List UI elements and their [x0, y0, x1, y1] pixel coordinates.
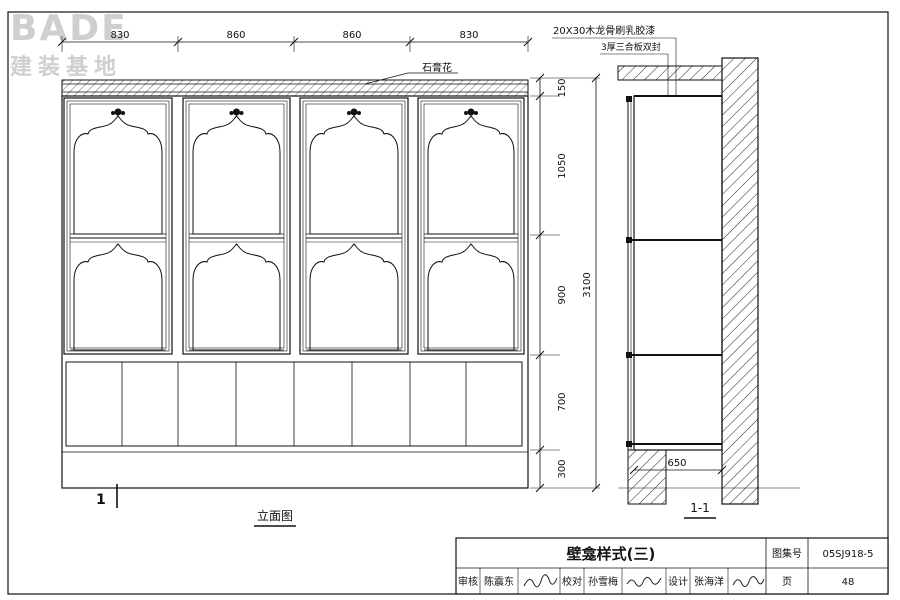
niche-frame-inner: [66, 100, 170, 352]
base-hatch: [627, 449, 667, 505]
dim-top-3: 860: [342, 30, 361, 41]
medallion-icon: [464, 111, 468, 115]
section-mark: 1: [96, 492, 106, 508]
niche-column: [182, 97, 291, 355]
sheet-border: [7, 11, 889, 595]
medallion-icon: [357, 111, 361, 115]
dim-right-2: 1050: [557, 153, 568, 178]
check-label: 校对: [562, 575, 582, 588]
design-label: 设计: [668, 575, 688, 588]
medallion-icon: [350, 108, 358, 116]
medallion-icon: [114, 108, 122, 116]
checker-name: 孙雪梅: [588, 575, 618, 588]
medallion-icon: [233, 108, 240, 116]
cornice-band: [61, 79, 529, 97]
medallion-icon: [111, 111, 115, 115]
svg-text:BADE: BADE: [10, 8, 128, 49]
elevation-outline: [61, 95, 529, 489]
niche-frame: [299, 97, 409, 355]
dim-top-4: 830: [459, 30, 478, 41]
ceiling-slab: [617, 65, 723, 81]
niche-frame: [63, 97, 173, 355]
svg-text:建装基地: 建装基地: [10, 55, 122, 80]
elevation-caption: 立面图: [257, 508, 293, 523]
designer-signature: [732, 576, 765, 588]
niche-frame-inner2: [423, 103, 519, 349]
section-note-1: 20X30木龙骨刷乳胶漆: [553, 24, 655, 37]
niche-columns: [63, 97, 525, 355]
niche-arch-upper: [309, 115, 399, 235]
niche-frame-inner2: [305, 103, 403, 349]
medallion-icon: [474, 111, 478, 115]
checker-signature: [626, 576, 662, 587]
medallion-icon: [229, 111, 234, 115]
dim-overall: 3100: [582, 272, 593, 297]
drawing-title: 壁龛样式(三): [567, 545, 656, 563]
niche-frame: [417, 97, 525, 355]
title-block: 壁龛样式(三) 图集号 05SJ918-5 审核 陈震东 校对 孙雪梅 设计 张…: [455, 537, 889, 595]
section-note-2: 3厚三合板双封: [601, 41, 661, 53]
dim-top-1: 830: [110, 30, 129, 41]
niche-arch-upper: [192, 115, 281, 235]
dim-right-3: 900: [557, 285, 568, 304]
dim-depth: 650: [667, 458, 686, 469]
dim-right-5: 300: [557, 459, 568, 478]
dim-right-4: 700: [557, 392, 568, 411]
niche-frame: [182, 97, 291, 355]
ornament-label: 石膏花: [422, 61, 452, 74]
niche-frame-inner2: [69, 103, 167, 349]
dim-right-1: 150: [557, 78, 568, 97]
niche-frame-inner2: [188, 103, 285, 349]
niche-arch-upper: [73, 115, 163, 235]
niche-arch-upper: [427, 115, 515, 235]
medallion-icon: [239, 111, 244, 115]
niche-column: [63, 97, 173, 355]
niche-arch-lower: [73, 243, 163, 351]
dim-top-2: 860: [226, 30, 245, 41]
elevation-view: 830 860 860 830 石膏花: [57, 30, 601, 527]
section-body: [633, 95, 723, 451]
designer-name: 张海洋: [694, 575, 724, 588]
page-label: 页: [782, 576, 792, 588]
atlas-label: 图集号: [772, 547, 802, 560]
medallion-icon: [467, 108, 475, 116]
page-number: 48: [842, 577, 855, 588]
atlas-number: 05SJ918-5: [822, 549, 873, 560]
niche-arch-lower: [192, 243, 281, 351]
niche-frame-inner: [420, 100, 522, 352]
section-view: 20X30木龙骨刷乳胶漆 3厚三合板双封: [552, 24, 800, 519]
bade-logo: BADE 建装基地: [10, 8, 128, 80]
reviewer-signature: [523, 574, 558, 588]
niche-column: [299, 97, 409, 355]
niche-arch-lower: [427, 243, 515, 351]
niche-arch-lower: [309, 243, 399, 351]
niche-frame-inner: [302, 100, 406, 352]
review-label: 审核: [458, 575, 478, 588]
reviewer-name: 陈震东: [484, 575, 514, 588]
wall-hatch: [721, 57, 759, 505]
section-caption: 1-1: [690, 501, 710, 515]
medallion-icon: [347, 111, 351, 115]
medallion-icon: [121, 111, 125, 115]
niche-frame-inner: [185, 100, 288, 352]
